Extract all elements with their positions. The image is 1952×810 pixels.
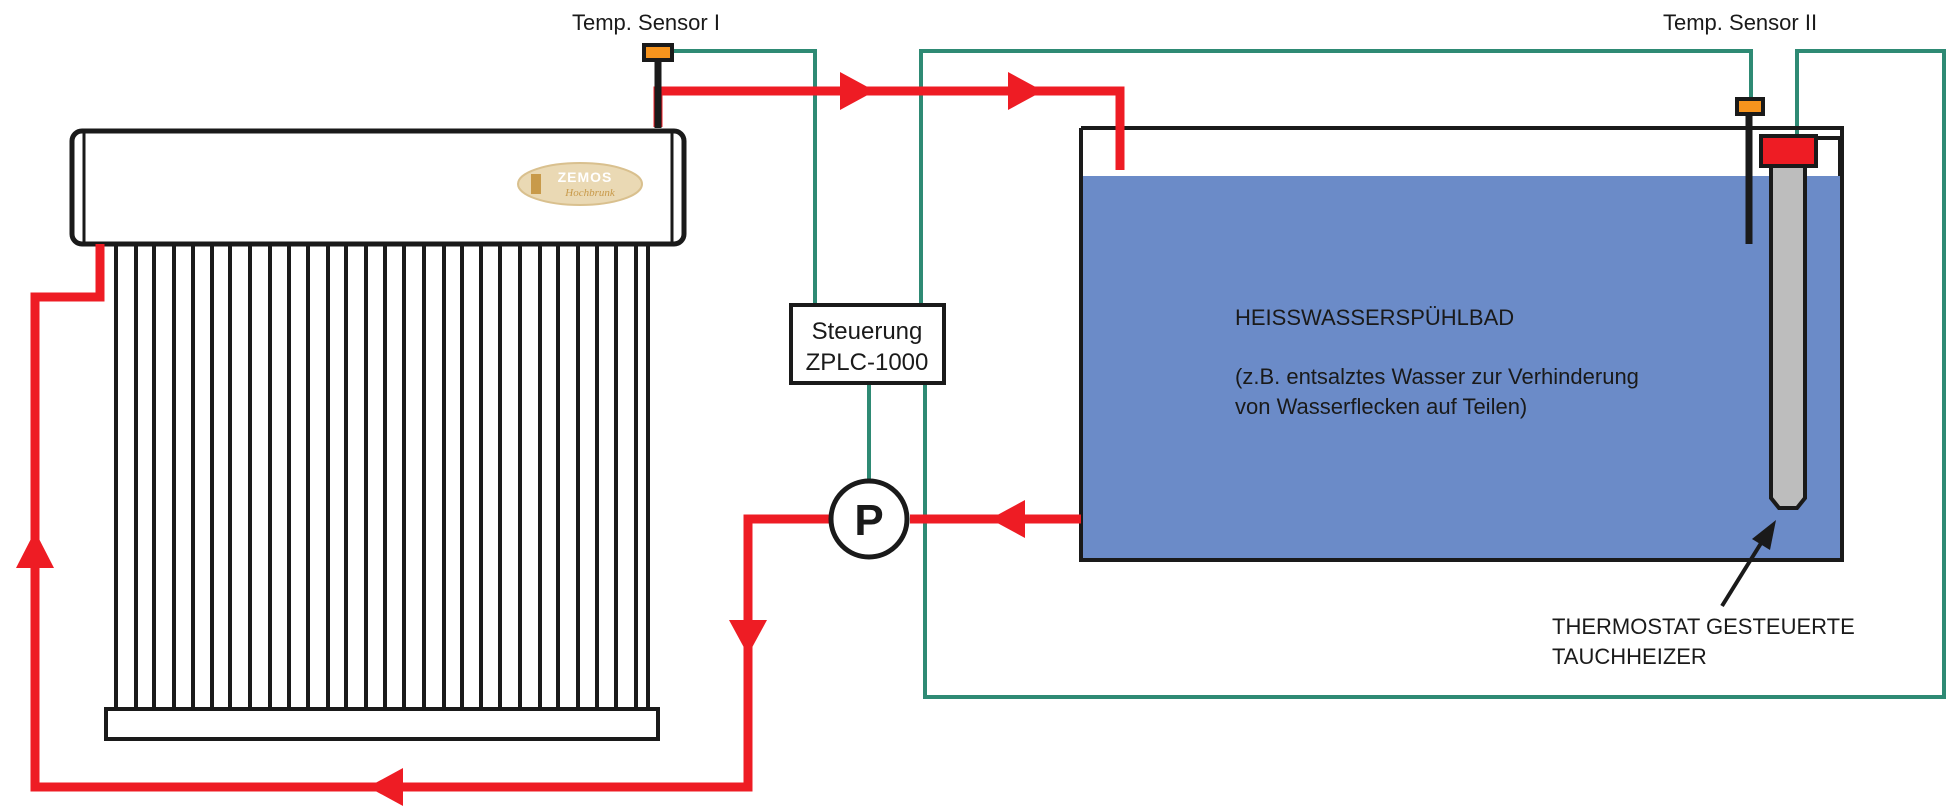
pipe-pump-to-collector: [30, 244, 830, 792]
rinse-tank: HEISSWASSERSPÜHLBAD (z.B. entsalztes Was…: [1079, 126, 1844, 562]
heater-pointer-head: [1752, 520, 1776, 550]
heater-label-line1: THERMOSTAT GESTEUERTE: [1552, 614, 1855, 639]
heater-cap: [1759, 134, 1818, 168]
tube-dividers: [134, 244, 638, 709]
tank-title: HEISSWASSERSPÜHLBAD: [1235, 305, 1514, 330]
signal-wires: [672, 49, 1946, 699]
controller-frame: [789, 303, 946, 385]
tank-note-line1: (z.B. entsalztes Wasser zur Verhinderung: [1235, 364, 1639, 389]
controller-line2: ZPLC-1000: [806, 349, 929, 376]
solar-collector: ZEMOS Hochbrunk: [69, 128, 687, 741]
sensor1-head: [642, 43, 674, 62]
immersion-heater: THERMOSTAT GESTEUERTE TAUCHHEIZER: [1552, 134, 1855, 669]
vacuum-tubes: [114, 242, 650, 714]
triangle-arrow-icon: [840, 72, 875, 110]
controller-box: Steuerung ZPLC-1000: [789, 303, 946, 385]
temperature-sensor-icon: [1735, 97, 1765, 244]
wire-controller-sensor2: [919, 49, 1753, 305]
wire-sensor1-controller: [672, 49, 817, 305]
tank-note-line2: von Wasserflecken auf Teilen): [1235, 394, 1527, 419]
logo-badge: [517, 162, 643, 206]
triangle-arrow-icon: [729, 620, 767, 655]
pump-label: P: [854, 496, 883, 545]
logo-brand: ZEMOS: [558, 169, 613, 185]
tube-bank-frame: [114, 242, 650, 714]
heater-bracket: [1816, 136, 1842, 176]
triangle-arrow-icon: [16, 531, 54, 568]
heater-label-line2: TAUCHHEIZER: [1552, 644, 1707, 669]
sensor2-label: Temp. Sensor II: [1663, 10, 1817, 35]
logo-mark: [531, 174, 541, 194]
flow-arrows: [16, 72, 1043, 806]
wire-controller-heater: [923, 49, 1946, 699]
sensor1-label: Temp. Sensor I: [572, 10, 720, 35]
zemos-logo: ZEMOS Hochbrunk: [517, 162, 643, 206]
temperature-sensor-icon: [642, 43, 674, 128]
controller-line1: Steuerung: [812, 318, 923, 345]
pump-icon: P: [828, 478, 910, 560]
sensor2-head: [1735, 97, 1765, 116]
pump-circle: [828, 478, 910, 560]
logo-sub: Hochbrunk: [564, 187, 616, 199]
triangle-arrow-icon: [990, 500, 1025, 538]
collector-header: [69, 128, 687, 247]
heater-pointer-line: [1720, 538, 1765, 608]
pipe-collector-to-tank: [653, 86, 1125, 170]
triangle-arrow-icon: [1008, 72, 1043, 110]
heater-rod: [1769, 164, 1807, 510]
collector-bottom-rail: [104, 707, 660, 741]
tank-water: [1083, 176, 1840, 560]
tank-outline: [1079, 126, 1844, 562]
triangle-arrow-icon: [368, 768, 403, 806]
